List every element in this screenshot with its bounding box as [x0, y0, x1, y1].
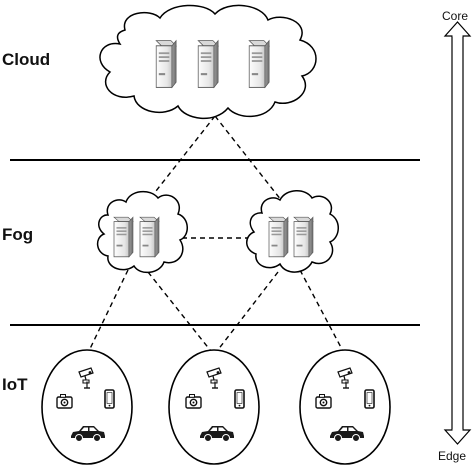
link-fog1-iot1: [86, 269, 129, 356]
iot-domain-1: [41, 349, 133, 465]
link-fog2-iot2: [213, 271, 279, 356]
phone-icon: [104, 389, 115, 409]
fog-node-2: [246, 190, 339, 273]
iot-domain-1-ellipse: [41, 349, 133, 465]
fog2-server-1: [268, 216, 289, 258]
camera-icon: [56, 393, 73, 409]
connections: [86, 115, 346, 356]
core-axis-label: Core: [442, 9, 469, 23]
phone-icon: [234, 389, 245, 409]
camera-icon: [185, 393, 202, 409]
iot-domain-3: [299, 349, 391, 465]
iot-domain-2: [168, 349, 260, 465]
link-fog2-iot3: [299, 269, 346, 356]
cloud-layer-label: Cloud: [2, 50, 51, 69]
fog-layer-label: Fog: [2, 225, 34, 244]
fog2-server-2: [293, 216, 314, 258]
cloud-node: [99, 4, 317, 120]
link-cloud-fog1: [144, 115, 216, 206]
fog-cloud-shape-2: [246, 190, 339, 273]
fog1-server-2: [139, 216, 160, 258]
camera-icon: [315, 393, 332, 409]
edge-axis-label: Edge: [438, 449, 467, 463]
iot-layer-label: IoT: [2, 375, 28, 394]
iot-domain-2-ellipse: [168, 349, 260, 465]
cloud-server-2: [197, 39, 219, 89]
fog-node-1: [96, 190, 188, 274]
iot-domain-3-ellipse: [299, 349, 391, 465]
core-edge-arrow: [443, 21, 472, 445]
phone-icon: [364, 389, 375, 409]
cloud-server-3: [248, 39, 270, 89]
cloud-server-1: [155, 39, 177, 89]
link-fog1-iot2: [147, 271, 215, 356]
fog1-server-1: [113, 216, 134, 258]
link-cloud-fog2: [214, 115, 286, 206]
